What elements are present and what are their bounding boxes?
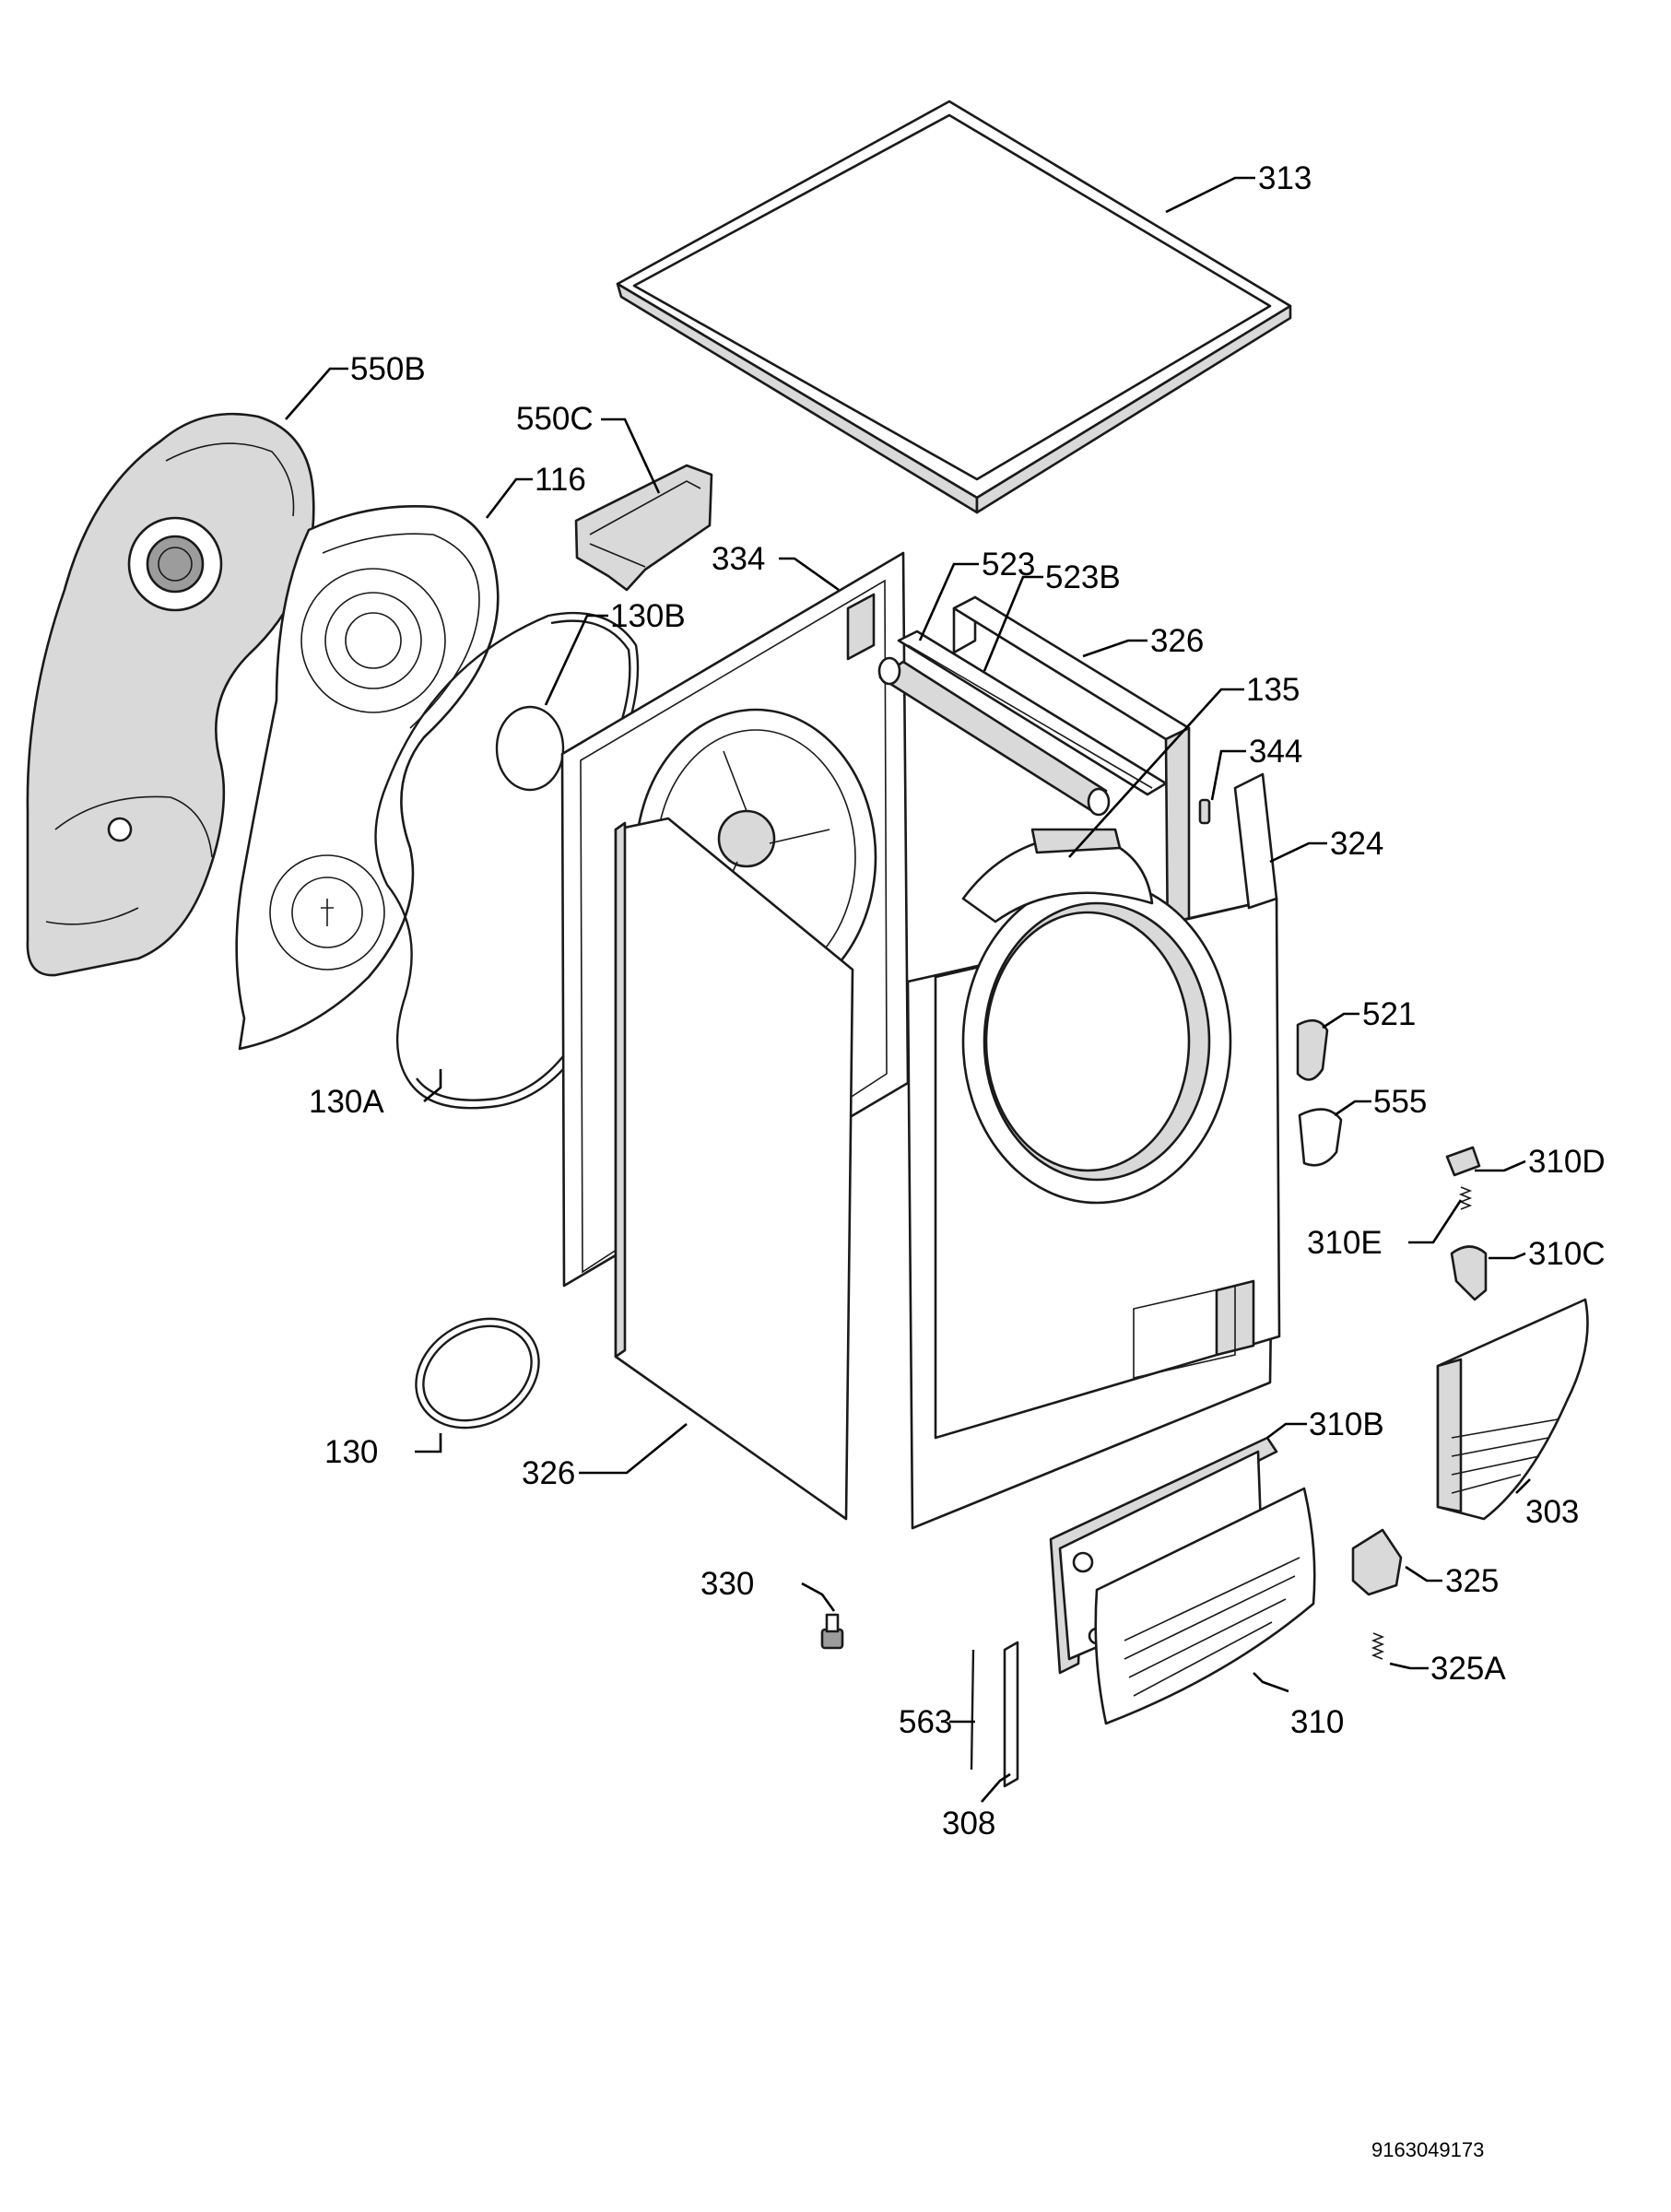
label-325A: 325A bbox=[1430, 1651, 1506, 1687]
part-130B-small-belt bbox=[495, 705, 565, 792]
label-310D: 310D bbox=[1528, 1144, 1606, 1180]
label-130A: 130A bbox=[309, 1084, 384, 1120]
document-number: 9163049173 bbox=[1371, 2138, 1484, 2161]
part-324-front-panel bbox=[906, 772, 1281, 1530]
label-130B: 130B bbox=[610, 598, 686, 634]
label-130: 130 bbox=[324, 1434, 378, 1470]
part-303-drawer-front bbox=[1436, 1298, 1589, 1521]
part-310C-latch bbox=[1450, 1245, 1488, 1301]
label-334: 334 bbox=[712, 541, 765, 577]
callout-labels: 313 550B 550C 116 334 523 523B 130B 326 … bbox=[309, 160, 1606, 2161]
part-310-drawer-front bbox=[1094, 1487, 1316, 1725]
label-310: 310 bbox=[1290, 1704, 1344, 1740]
label-116: 116 bbox=[535, 462, 586, 498]
part-550C-bracket bbox=[574, 464, 713, 592]
part-523B-rod bbox=[877, 656, 1111, 817]
part-135-drum-front bbox=[961, 828, 1154, 924]
label-330: 330 bbox=[700, 1566, 754, 1602]
part-310E-spring bbox=[1458, 1186, 1473, 1210]
label-303: 303 bbox=[1525, 1494, 1579, 1530]
label-344: 344 bbox=[1249, 734, 1302, 770]
label-325: 325 bbox=[1445, 1563, 1499, 1599]
label-555: 555 bbox=[1373, 1084, 1427, 1120]
label-310C: 310C bbox=[1528, 1236, 1606, 1272]
part-555-cap bbox=[1298, 1108, 1343, 1167]
part-521-cap bbox=[1296, 1018, 1329, 1081]
label-308: 308 bbox=[942, 1806, 995, 1841]
part-116-rear-panel bbox=[235, 505, 500, 1051]
label-324: 324 bbox=[1330, 826, 1383, 862]
part-325A-spring bbox=[1371, 1632, 1385, 1660]
part-550B-rear-cover bbox=[26, 412, 315, 977]
label-563: 563 bbox=[899, 1704, 952, 1740]
part-308-rail bbox=[1003, 1641, 1019, 1788]
label-135: 135 bbox=[1246, 672, 1300, 708]
leader-lines bbox=[285, 176, 1531, 1803]
part-563-rod bbox=[970, 1649, 975, 1771]
label-326-top: 326 bbox=[1150, 623, 1204, 659]
part-130-ring bbox=[415, 1317, 540, 1430]
label-521: 521 bbox=[1362, 996, 1416, 1032]
part-313-top-cover bbox=[616, 100, 1292, 514]
part-326-side-panel bbox=[614, 817, 854, 1521]
label-550B: 550B bbox=[350, 351, 426, 387]
label-313: 313 bbox=[1258, 160, 1312, 196]
part-325-catch bbox=[1351, 1528, 1403, 1596]
label-310B: 310B bbox=[1309, 1406, 1384, 1442]
part-344-clip bbox=[1198, 798, 1211, 825]
label-523: 523 bbox=[982, 547, 1035, 582]
part-330-foot bbox=[820, 1613, 844, 1650]
label-326: 326 bbox=[522, 1455, 575, 1491]
label-310E: 310E bbox=[1307, 1225, 1383, 1261]
label-550C: 550C bbox=[516, 401, 594, 437]
label-523B: 523B bbox=[1045, 559, 1121, 595]
part-310D-button bbox=[1445, 1146, 1481, 1177]
